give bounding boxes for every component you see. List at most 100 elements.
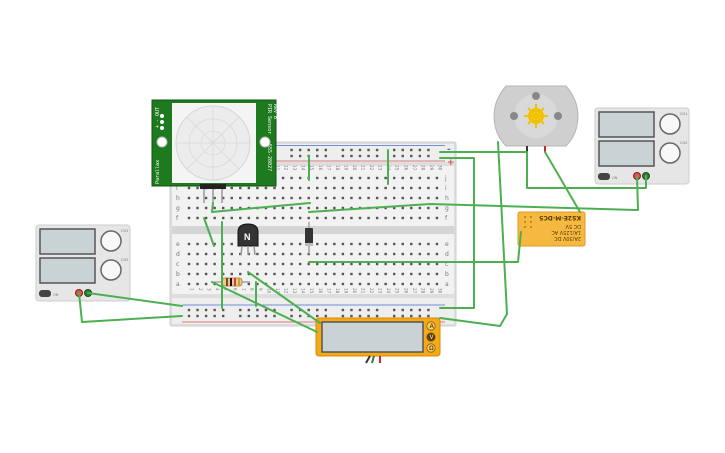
breadboard-hole[interactable] [324,242,327,246]
breadboard-hole[interactable] [375,196,379,200]
resistor[interactable] [214,277,250,287]
rail-hole[interactable] [358,154,362,158]
rail-hole[interactable] [367,314,370,318]
breadboard-hole[interactable] [435,186,439,190]
rail-hole[interactable] [273,308,276,312]
breadboard-hole[interactable] [298,176,302,180]
breadboard-hole[interactable] [222,252,225,256]
breadboard-hole[interactable] [341,262,345,266]
rail-hole[interactable] [410,314,413,318]
breadboard-hole[interactable] [333,206,336,210]
relay[interactable]: 2A/30V DC 1A/125V AC DC 5V KS2E-M-DC5 [517,211,586,247]
breadboard-hole[interactable] [401,176,404,180]
breadboard-hole[interactable] [213,252,216,256]
rail-hole[interactable] [213,314,216,318]
breadboard-hole[interactable] [213,242,216,246]
rail-hole[interactable] [393,314,396,318]
rail-hole[interactable] [264,308,268,312]
rail-hole[interactable] [401,154,404,158]
breadboard-hole[interactable] [358,216,362,220]
breadboard-hole[interactable] [350,176,353,180]
breadboard-hole[interactable] [281,262,285,266]
breadboard-hole[interactable] [187,252,191,256]
breadboard-hole[interactable] [247,216,251,220]
multimeter-mode-a[interactable] [426,321,436,331]
breadboard-hole[interactable] [393,242,396,246]
breadboard-hole[interactable] [341,186,345,190]
breadboard-hole[interactable] [324,262,327,266]
rail-hole[interactable] [410,154,413,158]
breadboard-hole[interactable] [230,206,233,210]
breadboard-hole[interactable] [427,282,430,286]
rail-hole[interactable] [324,308,327,312]
breadboard-hole[interactable] [324,196,327,200]
rail-hole[interactable] [358,148,362,152]
breadboard-hole[interactable] [298,186,302,190]
breadboard-hole[interactable] [401,206,404,210]
rail-hole[interactable] [298,314,302,318]
breadboard-hole[interactable] [410,206,413,210]
breadboard-hole[interactable] [324,252,327,256]
breadboard-hole[interactable] [393,196,396,200]
breadboard-hole[interactable] [187,272,191,276]
breadboard-hole[interactable] [401,196,404,200]
rail-hole[interactable] [213,308,216,312]
breadboard-hole[interactable] [290,242,293,246]
breadboard-hole[interactable] [256,196,259,200]
breadboard-hole[interactable] [213,262,216,266]
breadboard-hole[interactable] [384,262,387,266]
breadboard-hole[interactable] [358,272,362,276]
left-psu-switch[interactable] [39,290,51,297]
breadboard-hole[interactable] [273,206,276,210]
breadboard-hole[interactable] [273,186,276,190]
wire-motor-psu[interactable] [526,151,647,189]
breadboard-hole[interactable] [256,216,259,220]
rail-hole[interactable] [418,148,422,152]
breadboard-hole[interactable] [196,216,199,220]
breadboard-hole[interactable] [281,216,285,220]
breadboard-hole[interactable] [384,252,387,256]
breadboard-hole[interactable] [375,216,379,220]
breadboard-hole[interactable] [230,262,233,266]
breadboard-hole[interactable] [324,186,327,190]
diode[interactable] [305,222,313,254]
breadboard-hole[interactable] [213,206,216,210]
breadboard-hole[interactable] [367,242,370,246]
wire-motor-relay[interactable] [544,151,581,213]
pir-sensor[interactable]: Parallax + - OUT PIR Sensor Rev B 555-28… [151,99,278,203]
breadboard-hole[interactable] [435,252,439,256]
breadboard-hole[interactable] [324,176,327,180]
rail-hole[interactable] [418,308,422,312]
breadboard-hole[interactable] [239,216,242,220]
breadboard-hole[interactable] [230,196,233,200]
breadboard-hole[interactable] [401,186,404,190]
breadboard-hole[interactable] [358,262,362,266]
breadboard-hole[interactable] [418,252,422,256]
rail-hole[interactable] [324,154,327,158]
breadboard-hole[interactable] [418,282,422,286]
breadboard-hole[interactable] [350,206,353,210]
breadboard-hole[interactable] [418,186,422,190]
breadboard-hole[interactable] [204,242,208,246]
rail-hole[interactable] [393,154,396,158]
breadboard-hole[interactable] [316,206,319,210]
rail-hole[interactable] [367,148,370,152]
rail-hole[interactable] [427,314,430,318]
breadboard-hole[interactable] [393,216,396,220]
rail-hole[interactable] [401,308,404,312]
breadboard-hole[interactable] [196,186,199,190]
wire-motor-meter[interactable] [439,141,508,327]
rail-hole[interactable] [187,314,191,318]
breadboard-hole[interactable] [341,242,345,246]
breadboard-hole[interactable] [298,196,302,200]
wire-pir-out[interactable] [211,202,311,213]
left-psu-knob-1[interactable] [100,230,122,252]
breadboard-hole[interactable] [367,252,370,256]
rail-hole[interactable] [358,314,362,318]
breadboard-hole[interactable] [256,252,259,256]
rail-hole[interactable] [307,148,310,152]
breadboard-hole[interactable] [290,206,293,210]
breadboard-hole[interactable] [393,186,396,190]
rail-hole[interactable] [324,314,327,318]
breadboard-hole[interactable] [264,272,268,276]
